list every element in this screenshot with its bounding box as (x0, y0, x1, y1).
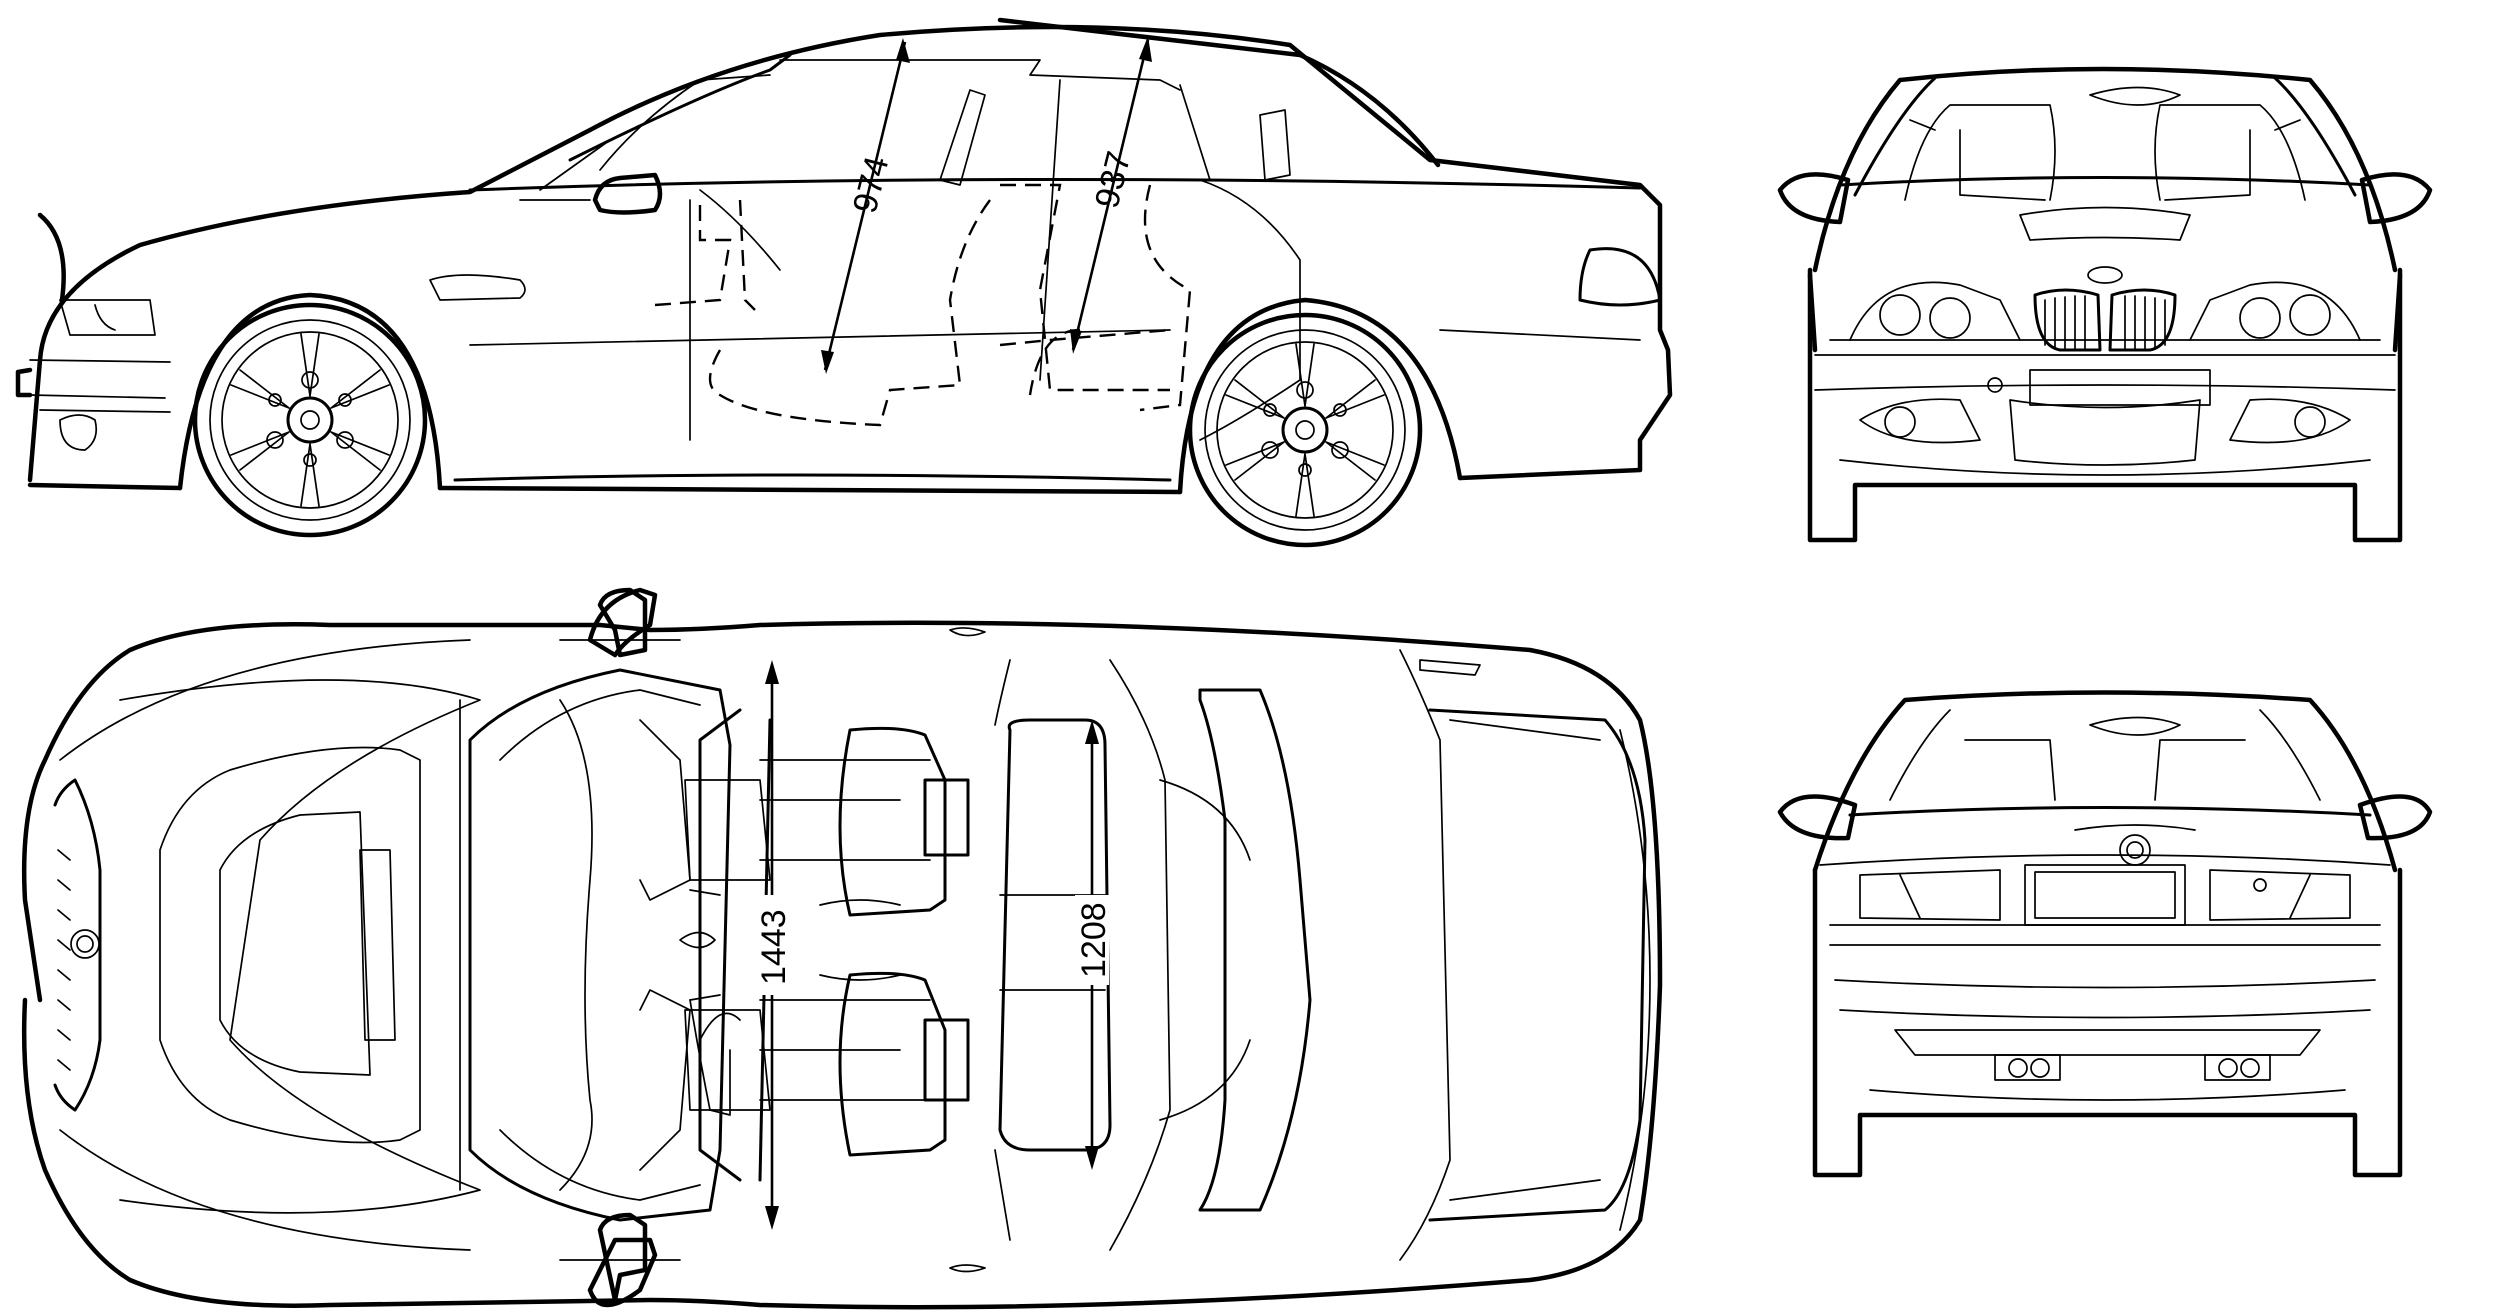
rear-view (1777, 690, 2433, 1178)
top-view: 1443 1208 (21, 587, 1663, 1310)
dimension-label-937: 937 (1088, 148, 1139, 212)
dimension-label-1208: 1208 (1075, 902, 1113, 978)
front-view (1777, 66, 2433, 543)
dimension-label-974: 974 (846, 153, 897, 217)
side-view: 974 937 (15, 17, 1673, 545)
dimension-label-1443: 1443 (755, 909, 793, 985)
